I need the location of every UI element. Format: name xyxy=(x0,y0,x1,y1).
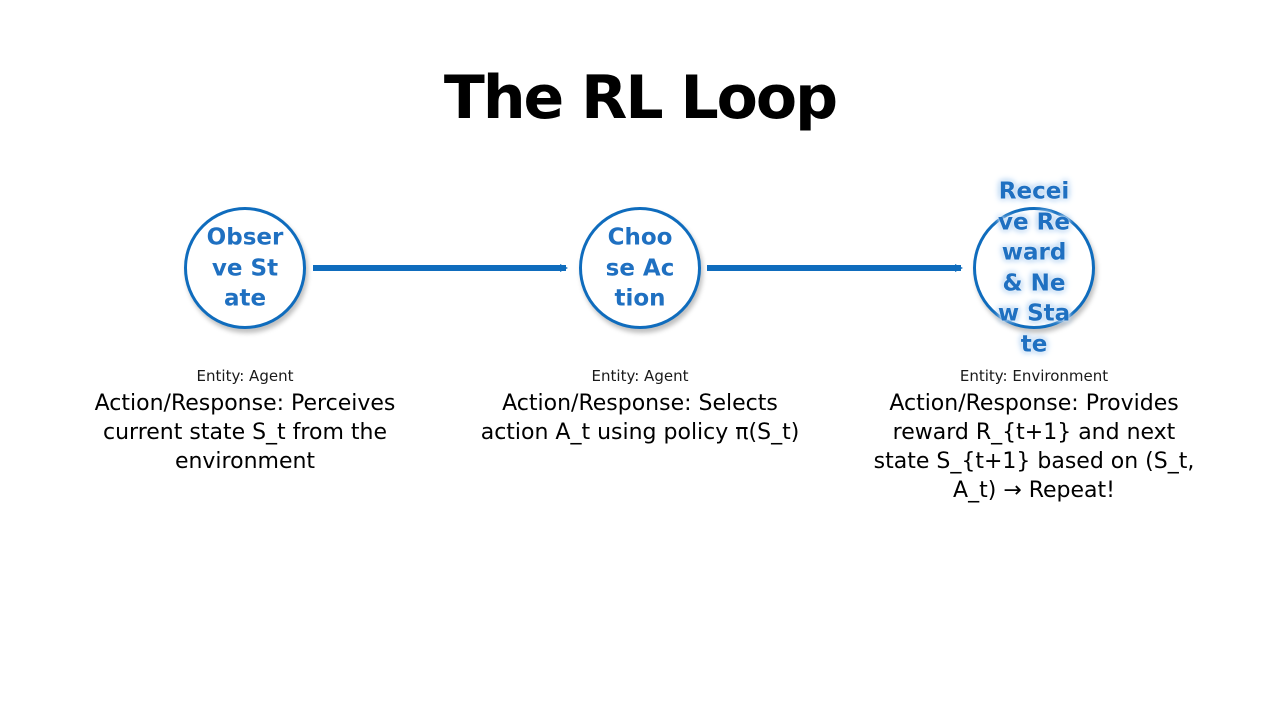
entity-label: Entity: Agent xyxy=(196,367,294,385)
step-info-observe: Entity: Agent Action/Response: Perceives… xyxy=(75,367,415,476)
node-label: Observe State xyxy=(206,224,284,312)
node-label: Choose Action xyxy=(605,224,675,312)
entity-label: Entity: Agent xyxy=(591,367,689,385)
step-info-receive: Entity: Environment Action/Response: Pro… xyxy=(864,367,1204,505)
node-observe-state: Observe State xyxy=(184,207,306,329)
action-description: Action/Response: Selects action A_t usin… xyxy=(480,391,800,445)
node-label: Receive Reward & New State xyxy=(997,178,1071,358)
step-info-choose: Entity: Agent Action/Response: Selects a… xyxy=(470,367,810,447)
node-receive-reward: Receive Reward & New State xyxy=(973,179,1095,357)
action-description: Action/Response: Provides reward R_{t+1}… xyxy=(873,391,1195,503)
action-description: Action/Response: Perceives current state… xyxy=(94,391,396,474)
entity-label: Entity: Environment xyxy=(959,367,1109,385)
node-choose-action: Choose Action xyxy=(579,207,701,329)
page-title: The RL Loop xyxy=(443,63,838,133)
